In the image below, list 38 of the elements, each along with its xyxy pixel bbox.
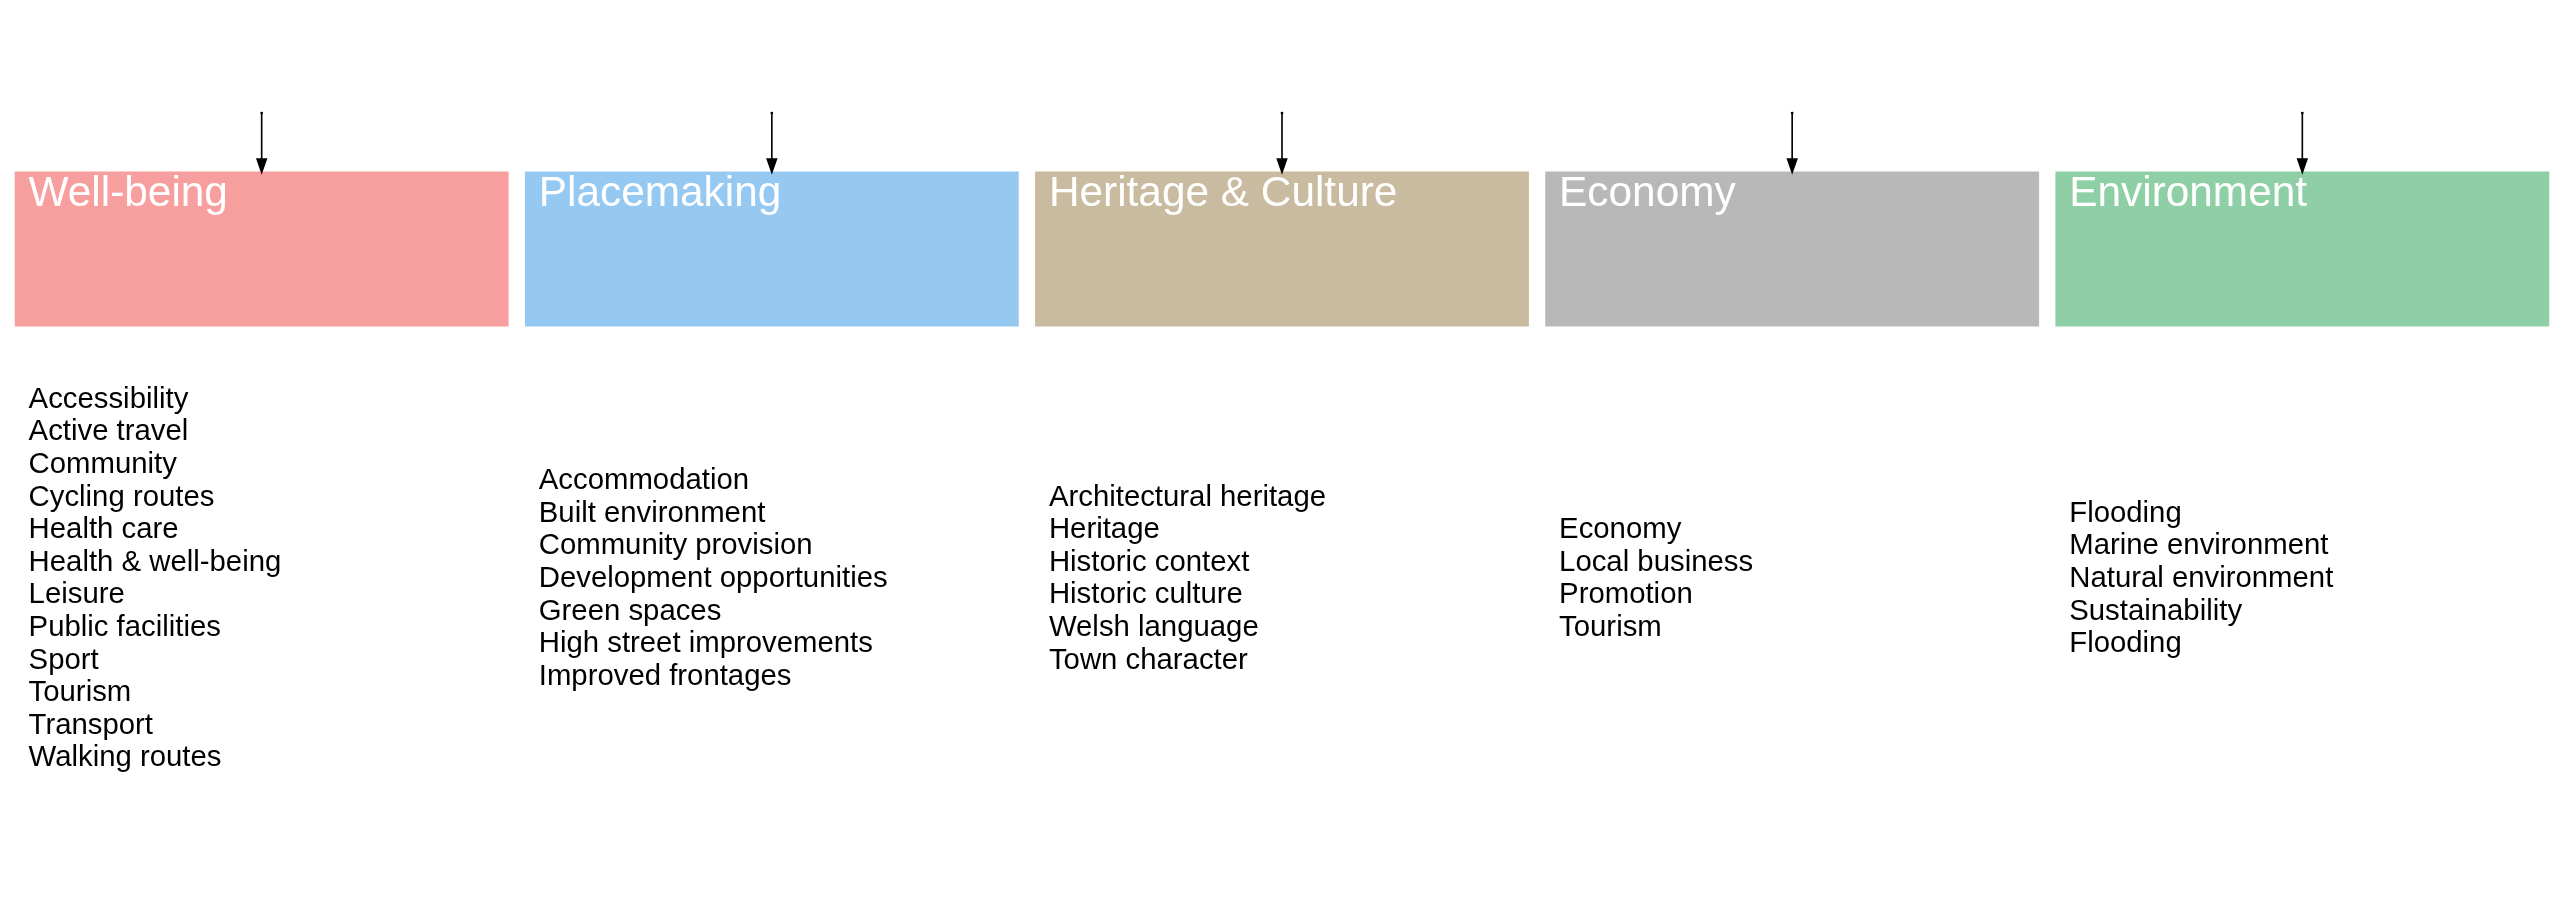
arrow xyxy=(766,112,778,175)
node-label: Historic culture xyxy=(1048,575,1243,609)
node-label: Sustainability xyxy=(2069,592,2243,626)
node-label: Leisure xyxy=(28,575,125,609)
node-label: Public facilities xyxy=(28,608,221,642)
node-label: Heritage xyxy=(1048,510,1160,544)
node-label: Cycling routes xyxy=(28,478,215,512)
node-label: Welsh language xyxy=(1048,608,1259,642)
node-label: Built environment xyxy=(538,494,766,528)
node-label: Improved frontages xyxy=(538,657,792,691)
node-box: Economy xyxy=(1545,171,2040,326)
node-label: Town character xyxy=(1048,641,1248,675)
arrow xyxy=(255,112,268,175)
node-label: Sport xyxy=(28,641,99,675)
node-label: Development opportunities xyxy=(538,559,888,593)
node-label: Health & well-being xyxy=(28,543,282,577)
node-label: Flooding xyxy=(2069,494,2182,528)
node-label: Tourism xyxy=(1559,608,1662,642)
node-box: Heritage & Culture xyxy=(1035,171,1529,326)
node-label: Community xyxy=(28,445,177,479)
node-label: Flooding xyxy=(2069,624,2182,658)
node-box: Placemaking xyxy=(524,171,1019,326)
arrow xyxy=(1276,112,1288,175)
arrow xyxy=(2296,112,2309,175)
node-label: Architectural heritage xyxy=(1048,478,1327,512)
node-label: Local business xyxy=(1559,543,1754,577)
node-label: Historic context xyxy=(1048,543,1250,577)
node-box: Well-being xyxy=(14,171,509,326)
node-label: Transport xyxy=(28,706,154,740)
node-label: Natural environment xyxy=(2069,559,2334,593)
node-label: Green spaces xyxy=(538,592,722,626)
node-label: Economy xyxy=(1559,510,1682,544)
node-label: Accommodation xyxy=(538,461,750,495)
node-label: Community provision xyxy=(538,526,813,560)
node-label: Promotion xyxy=(1559,575,1693,609)
node-label: Accessibility xyxy=(28,380,189,414)
arrow xyxy=(1786,112,1798,175)
node-box: Environment xyxy=(2055,171,2550,326)
